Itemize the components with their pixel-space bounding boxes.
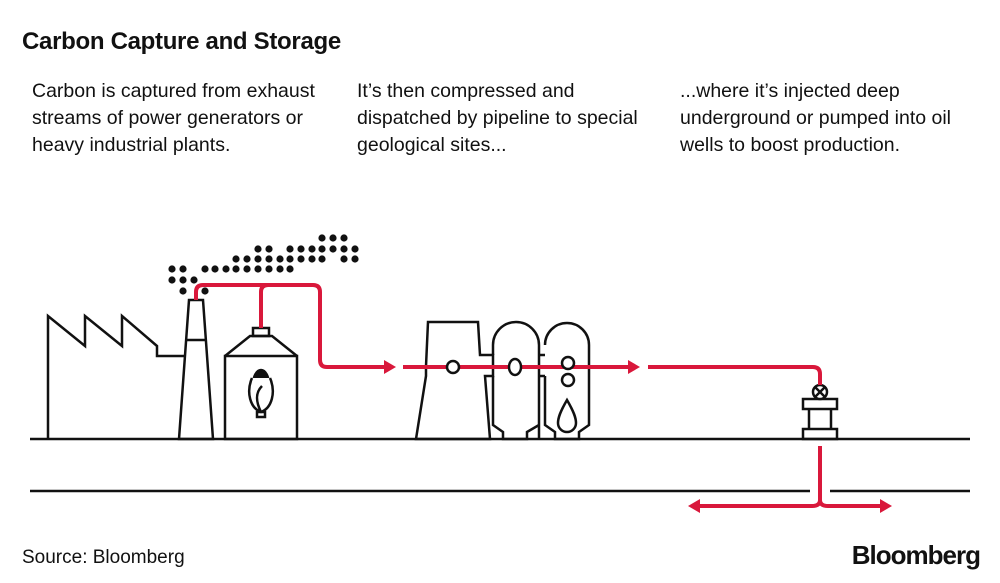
smoke-dot [243,255,251,263]
smoke-dot [308,255,316,263]
bloomberg-logo: Bloomberg [851,540,981,570]
smoke-dot [201,265,209,273]
smoke-dot [265,265,273,273]
smoke-dot [351,245,359,253]
smoke-dot [179,276,187,284]
smoke-dot [232,265,240,273]
storage-vessel-1 [491,320,541,441]
smoke-dot [318,234,326,242]
smoke-dot [168,265,176,273]
smoke-dot [232,255,240,263]
process-nodes [445,355,576,388]
smoke-dot [286,245,294,253]
smoke-dot [179,287,187,295]
smoke-dot [265,245,273,253]
smoke-dot [318,255,326,263]
smokestack-icon [177,298,215,441]
pipe-tank-branch [259,283,269,328]
compressor-icon [414,320,495,441]
smoke-dot [201,287,209,295]
pipe-injection [700,446,880,508]
caption-storage: ...where it’s injected deep underground … [680,80,952,156]
source-note: Source: Bloomberg [22,547,185,568]
smoke-dot [265,255,273,263]
smoke-dot [190,276,198,284]
smoke-dot [329,245,337,253]
pipe-to-well [648,365,822,385]
pipe-capture [194,283,385,369]
smoke-dot [297,245,305,253]
flow-arrows [384,360,892,513]
caption-capture: Carbon is captured from exhaust streams … [32,80,315,156]
smoke-dot [276,265,284,273]
smoke-dot [254,255,262,263]
smoke-dot [254,245,262,253]
caption-transport: It’s then compressed and dispatched by p… [357,80,638,156]
smoke-dot [254,265,262,273]
corn-icon [248,368,274,419]
smoke-dot [286,265,294,273]
smoke-dot [276,255,284,263]
smoke-dots [168,234,359,295]
smoke-dot [222,265,230,273]
page-title: Carbon Capture and Storage [22,28,341,55]
arrow-right-1 [384,360,396,374]
smoke-dot [168,276,176,284]
smoke-dot [211,265,219,273]
smoke-dot [179,265,187,273]
smoke-dot [340,255,348,263]
smoke-dot [243,265,251,273]
smoke-dot [318,245,326,253]
arrow-right-underground [880,499,892,513]
smoke-dot [351,255,359,263]
smoke-dot [340,245,348,253]
smoke-dot [340,234,348,242]
smoke-dot [286,255,294,263]
wellhead-icon [801,383,839,441]
arrow-left-underground [688,499,700,513]
smoke-dot [297,255,305,263]
factory-icon [46,313,185,439]
smoke-dot [329,234,337,242]
storage-vessel-2 [539,321,591,441]
flame-icon [556,397,578,434]
arrow-right-2 [628,360,640,374]
smoke-dot [308,245,316,253]
